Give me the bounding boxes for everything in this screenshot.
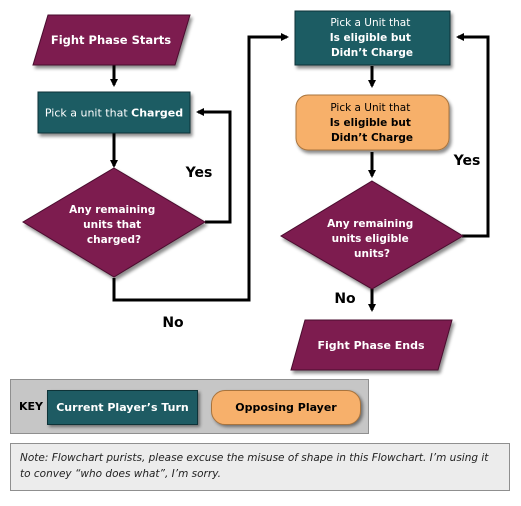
pick-uncharged-current-box: Pick a Unit that Is eligible but Didn’t … bbox=[294, 10, 451, 66]
pick-charged-text: Pick a unit that Charged bbox=[45, 107, 183, 120]
decision-any-remaining-charged: Any remaining units that charged? bbox=[22, 167, 206, 278]
pick-charged-box: Pick a unit that Charged bbox=[37, 91, 191, 134]
key-label: KEY bbox=[19, 400, 44, 413]
key-current-player-text: Current Player’s Turn bbox=[56, 401, 189, 414]
key-opposing-player-swatch: Opposing Player bbox=[211, 390, 361, 425]
key-opposing-player-text: Opposing Player bbox=[235, 401, 337, 414]
arrow-no-to-pick-uncharged bbox=[112, 33, 289, 302]
fight-phase-starts-text: Fight Phase Starts bbox=[51, 33, 171, 47]
no-label-right: No bbox=[334, 291, 356, 307]
decision-any-remaining-eligible: Any remaining units eligible units? bbox=[280, 180, 464, 290]
fight-phase-ends-text: Fight Phase Ends bbox=[318, 339, 425, 352]
decision-eligible-text: Any remaining units eligible units? bbox=[327, 218, 417, 260]
arrow-yes-loop-right bbox=[456, 33, 490, 238]
arrow-yes-loop-left bbox=[196, 108, 232, 224]
note-text: Note: Flowchart purists, please excuse t… bbox=[20, 452, 489, 480]
pick-uncharged-opposing-text: Pick a Unit that Is eligible but Didn’t … bbox=[330, 102, 415, 144]
fight-phase-starts-shape: Fight Phase Starts bbox=[32, 14, 191, 66]
pick-uncharged-current-text: Pick a Unit that Is eligible but Didn’t … bbox=[330, 17, 415, 59]
key-legend: KEY Current Player’s Turn Opposing Playe… bbox=[10, 379, 369, 434]
pick-uncharged-opposing-box: Pick a Unit that Is eligible but Didn’t … bbox=[295, 94, 450, 151]
connectors bbox=[110, 33, 490, 312]
yes-label-left: Yes bbox=[185, 165, 213, 181]
decision-charged-text: Any remaining units that charged? bbox=[69, 204, 159, 246]
fight-phase-ends-shape: Fight Phase Ends bbox=[290, 319, 453, 371]
key-current-player-swatch: Current Player’s Turn bbox=[47, 390, 198, 425]
yes-label-right: Yes bbox=[453, 153, 481, 169]
note-box: Note: Flowchart purists, please excuse t… bbox=[10, 443, 510, 491]
no-label-left: No bbox=[162, 315, 184, 331]
